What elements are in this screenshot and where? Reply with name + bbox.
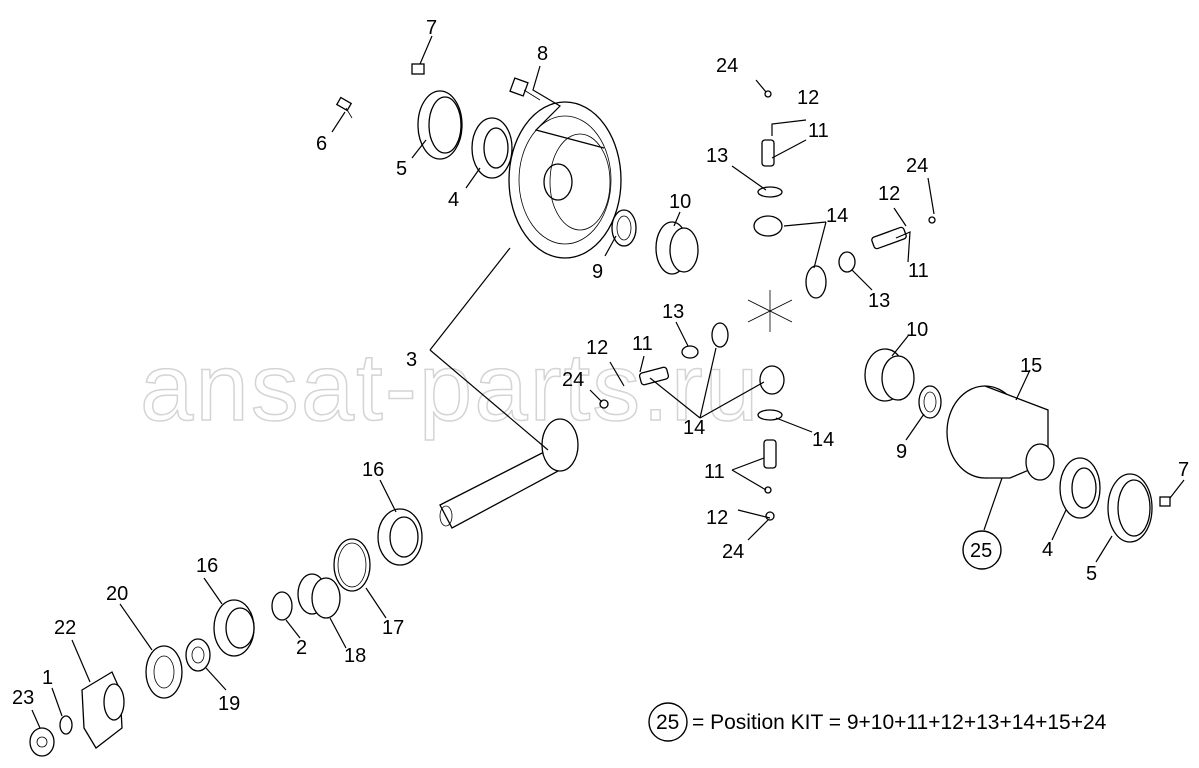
callout-11-top: 11 bbox=[808, 120, 829, 142]
nut-23-drawing bbox=[29, 727, 55, 757]
callout-5-top: 5 bbox=[396, 158, 407, 180]
callout-10-lower: 10 bbox=[906, 319, 928, 341]
seal-20-drawing bbox=[145, 645, 183, 699]
bolt-8-drawing bbox=[509, 77, 541, 101]
callout-25: 25 bbox=[970, 540, 992, 562]
callout-14-left: 14 bbox=[683, 417, 705, 439]
callout-7-lower: 7 bbox=[1178, 459, 1189, 481]
callout-14-top: 14 bbox=[826, 205, 848, 227]
watermark: ansat-parts.ru bbox=[140, 334, 760, 441]
callout-22: 22 bbox=[54, 617, 76, 639]
bolt-6-drawing bbox=[335, 96, 353, 119]
adjusting-nut-5-top-drawing bbox=[417, 90, 463, 160]
callout-25-badge: 25 bbox=[962, 530, 1002, 570]
callout-7-top: 7 bbox=[426, 17, 437, 39]
callout-11-lower: 11 bbox=[704, 461, 725, 483]
callout-9-top: 9 bbox=[592, 261, 603, 283]
callout-14-center: 14 bbox=[812, 429, 834, 451]
snap-ring-17-drawing bbox=[333, 538, 371, 592]
callout-18: 18 bbox=[344, 645, 366, 667]
nut-19-drawing bbox=[185, 638, 211, 672]
callout-4-top: 4 bbox=[448, 189, 459, 211]
thrust-washer-9-lower-drawing bbox=[918, 385, 942, 419]
bolt-7-lower-drawing bbox=[1159, 496, 1171, 507]
callout-6: 6 bbox=[316, 133, 327, 155]
callout-2: 2 bbox=[296, 637, 307, 659]
callout-12-left: 12 bbox=[586, 337, 608, 359]
spider-upper-drawing bbox=[753, 90, 936, 299]
kit-note-number: 25 bbox=[656, 711, 679, 734]
flange-22-drawing bbox=[81, 671, 125, 749]
callout-19: 19 bbox=[218, 693, 240, 715]
side-gear-10-top-drawing bbox=[655, 221, 699, 275]
callout-17: 17 bbox=[382, 617, 404, 639]
callout-8: 8 bbox=[537, 43, 548, 65]
callout-13-right: 13 bbox=[868, 290, 890, 312]
kit-note-text: = Position KIT = 9+10+11+12+13+14+15+24 bbox=[692, 711, 1107, 734]
o-ring-1-drawing bbox=[59, 715, 73, 735]
callout-13-top: 13 bbox=[706, 145, 728, 167]
callout-24-left: 24 bbox=[562, 369, 584, 391]
callout-12-top: 12 bbox=[797, 87, 819, 109]
callout-labels: 7 8 6 5 4 3 9 10 24 12 11 13 14 24 12 11… bbox=[12, 17, 1189, 715]
callout-20: 20 bbox=[106, 583, 128, 605]
callout-1: 1 bbox=[42, 667, 53, 689]
bearing-4-lower-drawing bbox=[1059, 457, 1101, 519]
bolt-7-top-drawing bbox=[411, 63, 425, 75]
side-gear-10-lower-drawing bbox=[864, 348, 915, 402]
callout-16-lower: 16 bbox=[196, 555, 218, 577]
bearing-16-upper-drawing bbox=[377, 508, 423, 566]
callout-24-top: 24 bbox=[716, 55, 738, 77]
callout-13-left: 13 bbox=[662, 301, 684, 323]
callout-24-right: 24 bbox=[906, 155, 928, 177]
callout-3: 3 bbox=[406, 349, 417, 371]
leader-lines bbox=[31, 35, 1185, 729]
callout-12-right: 12 bbox=[878, 183, 900, 205]
differential-case-15-drawing bbox=[946, 385, 1055, 481]
callout-12-lower: 12 bbox=[706, 507, 728, 529]
ring-2-drawing bbox=[271, 591, 293, 621]
callout-24-lower: 24 bbox=[722, 541, 744, 563]
spacer-18-drawing bbox=[297, 573, 341, 619]
callout-23: 23 bbox=[12, 687, 34, 709]
kit-note: 25 = Position KIT = 9+10+11+12+13+14+15+… bbox=[648, 702, 1107, 742]
callout-11-right: 11 bbox=[908, 260, 929, 282]
callout-15: 15 bbox=[1020, 355, 1042, 377]
callout-11-left: 11 bbox=[632, 333, 653, 355]
thrust-washer-9-top-drawing bbox=[611, 209, 637, 247]
ring-gear-drawing bbox=[508, 101, 622, 259]
bearing-4-top-drawing bbox=[471, 117, 513, 179]
parts-drawing bbox=[29, 63, 1171, 757]
callout-4-lower: 4 bbox=[1042, 539, 1053, 561]
callout-16-upper: 16 bbox=[362, 459, 384, 481]
bearing-16-lower-drawing bbox=[213, 599, 255, 657]
adjusting-nut-5-lower-drawing bbox=[1107, 473, 1153, 543]
callout-10-top: 10 bbox=[669, 191, 691, 213]
callout-9-lower: 9 bbox=[896, 441, 907, 463]
callout-5-lower: 5 bbox=[1086, 563, 1097, 585]
assembly-axis-marker bbox=[747, 290, 793, 332]
